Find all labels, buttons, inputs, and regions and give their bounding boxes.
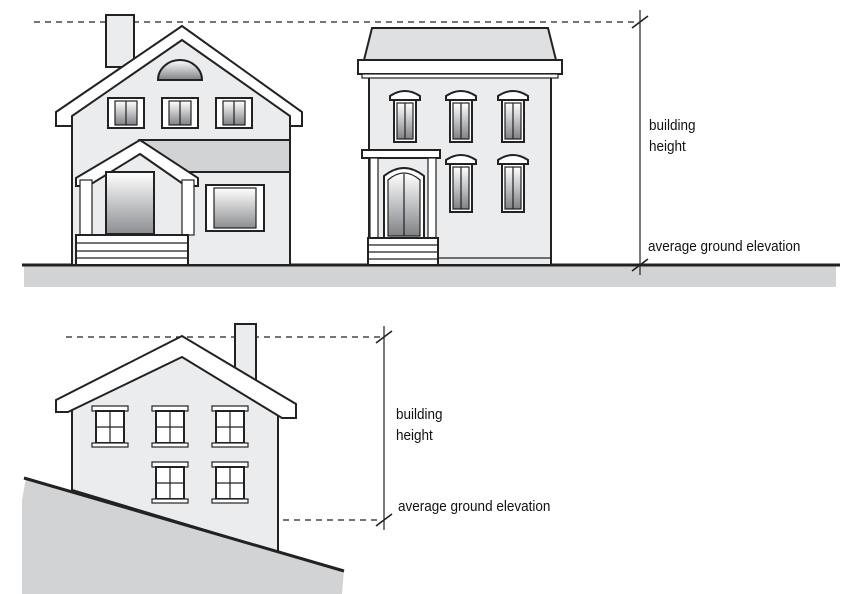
ground-strip: [24, 265, 836, 287]
porch-window: [205, 184, 265, 232]
upper-floor-windows: [389, 90, 529, 143]
front-door: [105, 171, 155, 235]
attic-window: [156, 59, 204, 81]
height-dimension: [631, 10, 649, 275]
building-height-label-top-line2: height: [649, 138, 686, 155]
top-panel: [22, 10, 840, 287]
bottom-panel: [22, 323, 393, 594]
upper-windows: [107, 97, 253, 129]
building-height-label-bottom-line2: height: [396, 427, 433, 444]
building-height-label-bottom-line1: building: [396, 406, 443, 423]
height-dimension-bottom: [375, 326, 393, 530]
roof-trim: [55, 24, 303, 127]
building-height-label-top-line1: building: [649, 117, 696, 134]
house-italianate: [357, 27, 563, 266]
cornice: [357, 59, 563, 75]
mansard-roof: [362, 27, 558, 61]
lower-floor-windows: [445, 154, 529, 213]
house-on-slope: [55, 323, 297, 554]
average-ground-elevation-label-top: average ground elevation: [648, 238, 801, 255]
slope-line: [23, 476, 345, 573]
portico: [361, 149, 441, 239]
front-steps: [367, 237, 439, 266]
hillside-windows: [91, 405, 249, 504]
chimney: [105, 14, 135, 68]
house-gabled: [55, 14, 303, 266]
average-ground-elevation-label-bottom: average ground elevation: [398, 498, 551, 515]
roof-trim-bottom: [55, 334, 297, 419]
sloped-ground: [22, 478, 344, 594]
porch-steps: [75, 234, 189, 266]
